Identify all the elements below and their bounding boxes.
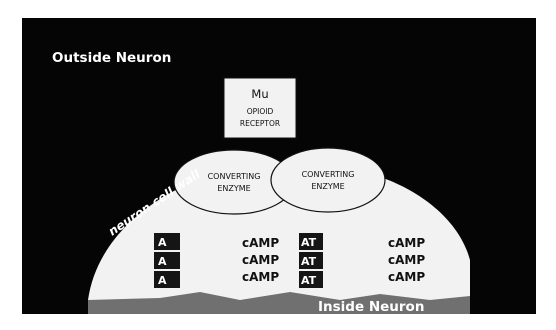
converting-enzyme-right: CONVERTING ENZYME	[271, 148, 385, 212]
camp-label: cAMP	[242, 236, 279, 250]
receptor-label: RECEPTOR	[240, 119, 280, 128]
enzyme-left-line1: CONVERTING	[208, 172, 261, 181]
atp-label: A	[158, 236, 167, 249]
mu-opioid-receptor: Mu OPIOID RECEPTOR	[224, 78, 296, 138]
camp-label: cAMP	[388, 253, 425, 267]
receptor-name: Mu	[251, 87, 268, 101]
atp-label: A	[158, 255, 167, 268]
camp-label: cAMP	[388, 236, 425, 250]
atp-column-left: A A A	[154, 233, 180, 288]
camp-label: cAMP	[388, 270, 425, 284]
camp-label: cAMP	[242, 270, 279, 284]
enzyme-right-line2: ENZYME	[311, 182, 344, 191]
inside-neuron-label: Inside Neuron	[318, 299, 424, 315]
atp-label: A	[158, 274, 167, 287]
camp-label: cAMP	[242, 253, 279, 267]
atp-label: AT	[301, 274, 317, 287]
atp-label: AT	[301, 255, 317, 268]
enzyme-left-line2: ENZYME	[217, 184, 250, 193]
atp-column-right: AT AT AT	[299, 233, 323, 288]
enzyme-right-line1: CONVERTING	[302, 170, 355, 179]
atp-label: AT	[301, 236, 317, 249]
receptor-type: OPIOID	[247, 107, 274, 116]
outside-neuron-label: Outside Neuron	[52, 50, 171, 66]
